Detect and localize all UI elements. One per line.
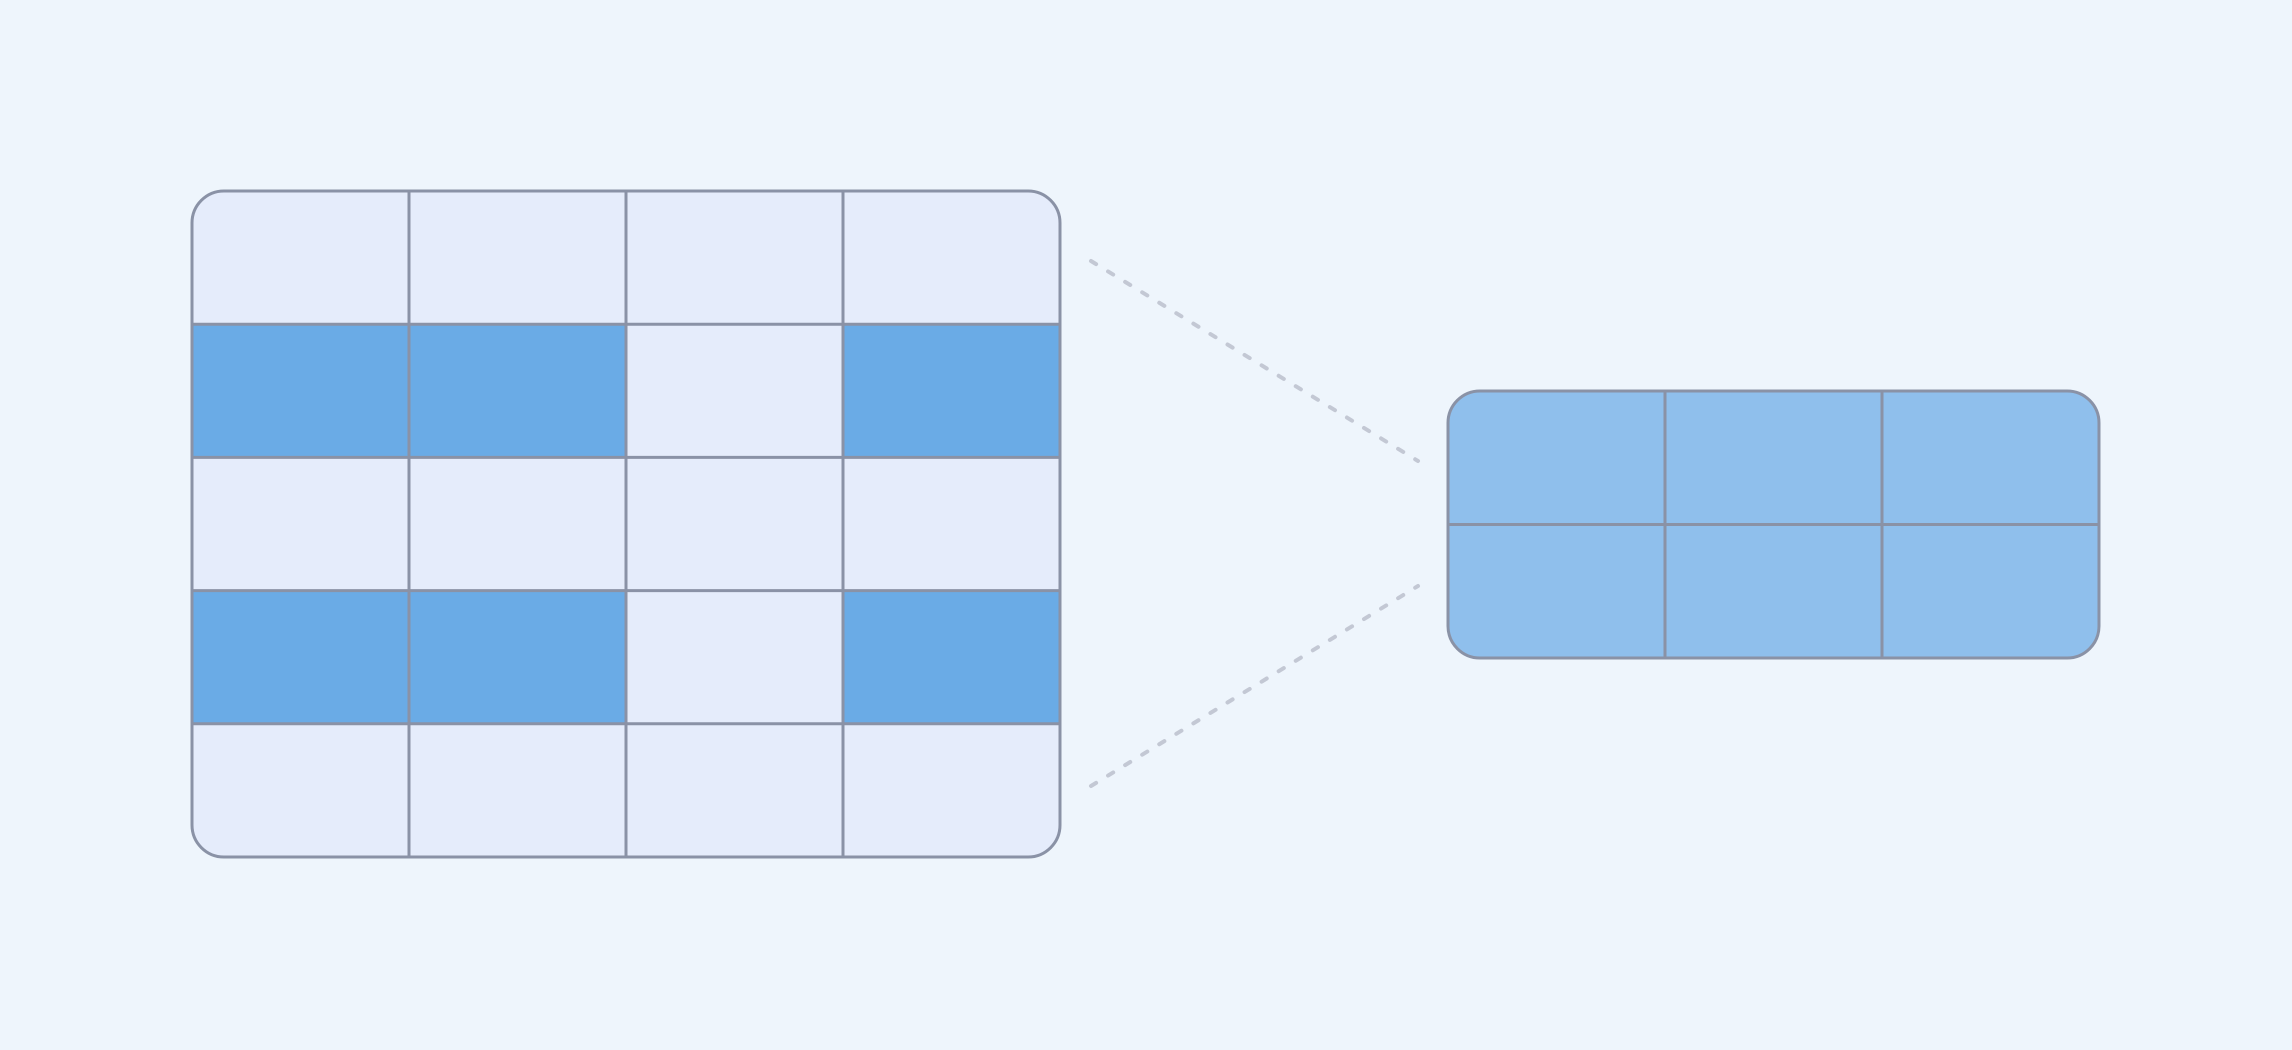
result-cell [1882, 391, 2099, 525]
result-table [1446, 389, 2101, 660]
source-cell [409, 723, 626, 857]
source-cell-selected [843, 324, 1060, 458]
result-cell [1665, 391, 1882, 525]
source-cell [843, 723, 1060, 857]
result-cell [1882, 524, 2099, 658]
source-cell-selected [409, 590, 626, 724]
source-table-cells [192, 191, 1060, 857]
result-cell [1448, 391, 1665, 525]
result-cell [1448, 524, 1665, 658]
source-table [190, 189, 1062, 859]
connector-lines [1089, 259, 1420, 788]
source-cell-selected [192, 324, 409, 458]
source-cell-selected [843, 590, 1060, 724]
source-cell [626, 590, 843, 724]
source-cell [192, 457, 409, 591]
source-cell [192, 723, 409, 857]
connector-top [1089, 259, 1420, 463]
source-cell [192, 191, 409, 325]
result-table-border [1446, 389, 2101, 660]
source-cell [409, 457, 626, 591]
connector-bottom [1089, 584, 1420, 788]
result-table-cells [1448, 391, 2099, 658]
source-cell [843, 457, 1060, 591]
result-cell [1665, 524, 1882, 658]
source-cell [626, 723, 843, 857]
source-cell [843, 191, 1060, 325]
source-cell-selected [192, 590, 409, 724]
source-cell [409, 191, 626, 325]
source-cell [626, 324, 843, 458]
source-cell-selected [409, 324, 626, 458]
result-table-gridlines [1448, 391, 2099, 658]
source-cell [626, 457, 843, 591]
source-cell [626, 191, 843, 325]
source-table-border [190, 189, 1062, 859]
source-table-gridlines [192, 191, 1060, 857]
